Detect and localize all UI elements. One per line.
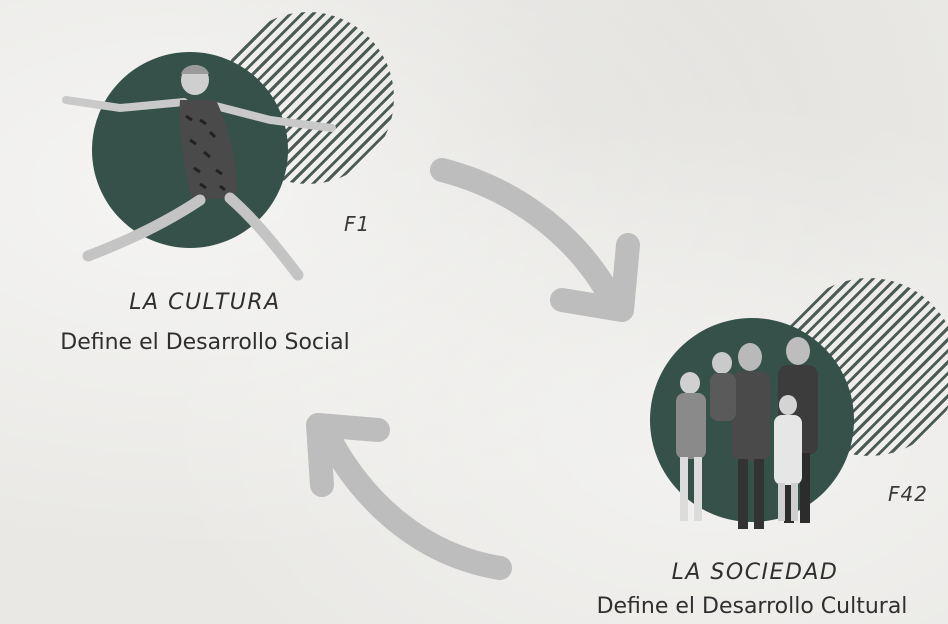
culture-title: LA CULTURA bbox=[129, 290, 281, 315]
culture-subtitle: Define el Desarrollo Social bbox=[60, 330, 350, 355]
society-title: LA SOCIEDAD bbox=[671, 560, 839, 585]
arrow-culture-to-society-head bbox=[550, 233, 640, 322]
society-subtitle: Define el Desarrollo Cultural bbox=[596, 594, 908, 619]
culture-figure-label: F1 bbox=[344, 212, 371, 236]
society-figure-label: F42 bbox=[888, 482, 928, 506]
arrow-society-to-culture-head bbox=[306, 413, 390, 497]
arrow-society-to-culture bbox=[313, 418, 512, 580]
woman-leaping-photo bbox=[62, 65, 336, 281]
arrow-culture-to-society bbox=[430, 158, 624, 312]
family-group-photo bbox=[676, 337, 818, 529]
